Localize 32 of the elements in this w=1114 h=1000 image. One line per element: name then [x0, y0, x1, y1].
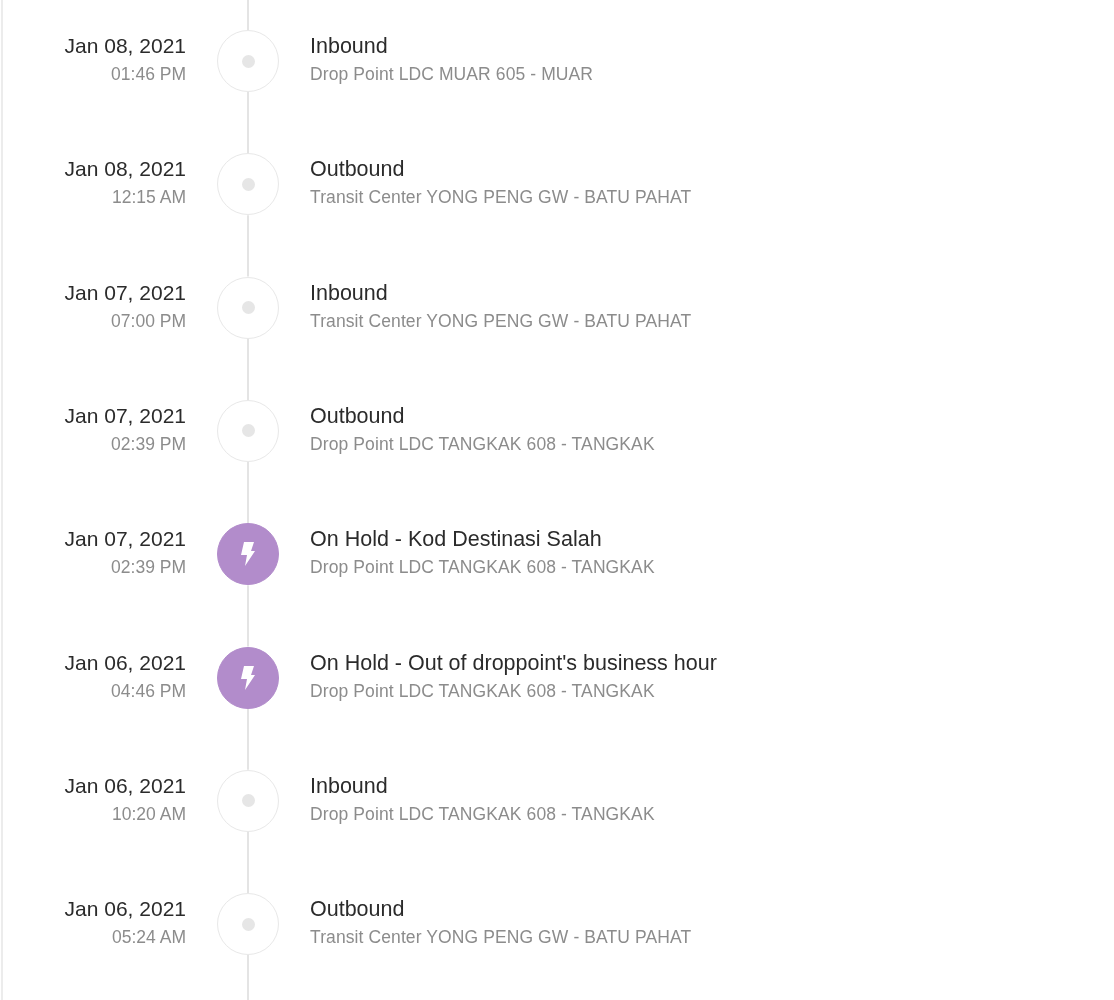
time-text: 02:39 PM	[111, 556, 186, 579]
status-text: Outbound	[310, 156, 405, 183]
location-text: Drop Point LDC TANGKAK 608 - TANGKAK	[310, 432, 655, 455]
location-text: Transit Center YONG PENG GW - BATU PAHAT	[310, 186, 692, 209]
location-text: Drop Point LDC MUAR 605 - MUAR	[310, 63, 594, 85]
status-text: On Hold - Kod Destinasi Salah	[310, 526, 602, 553]
status-text: Outbound	[310, 896, 405, 923]
date-text: Jan 07, 2021	[64, 279, 186, 306]
time-text: 04:46 PM	[111, 679, 186, 702]
status-text: Inbound	[310, 772, 388, 799]
time-text: 05:24 AM	[112, 926, 186, 949]
time-text: 12:15 AM	[112, 186, 186, 209]
status-text: On Hold - Out of droppoint's business hour	[310, 649, 717, 676]
time-text: 02:39 PM	[111, 432, 186, 455]
time-text: 07:00 PM	[111, 309, 186, 332]
status-text: Outbound	[310, 402, 405, 429]
time-text: 01:46 PM	[111, 63, 186, 85]
date-text: Jan 06, 2021	[64, 772, 186, 799]
location-text: Drop Point LDC TANGKAK 608 - TANGKAK	[310, 802, 655, 825]
date-text: Jan 08, 2021	[64, 33, 186, 59]
location-text: Transit Center YONG PENG GW - BATU PAHAT	[310, 309, 692, 332]
date-text: Jan 07, 2021	[64, 402, 186, 429]
status-text: Inbound	[310, 33, 388, 59]
location-text: Transit Center YONG PENG GW - BATU PAHAT	[310, 926, 692, 949]
time-text: 10:20 AM	[112, 802, 186, 825]
location-text: Drop Point LDC TANGKAK 608 - TANGKAK	[310, 679, 655, 702]
date-text: Jan 07, 2021	[64, 526, 186, 553]
status-text: Inbound	[310, 279, 388, 306]
date-text: Jan 06, 2021	[64, 896, 186, 923]
location-text: Drop Point LDC TANGKAK 608 - TANGKAK	[310, 556, 655, 579]
date-text: Jan 06, 2021	[64, 649, 186, 676]
date-text: Jan 08, 2021	[64, 156, 186, 183]
